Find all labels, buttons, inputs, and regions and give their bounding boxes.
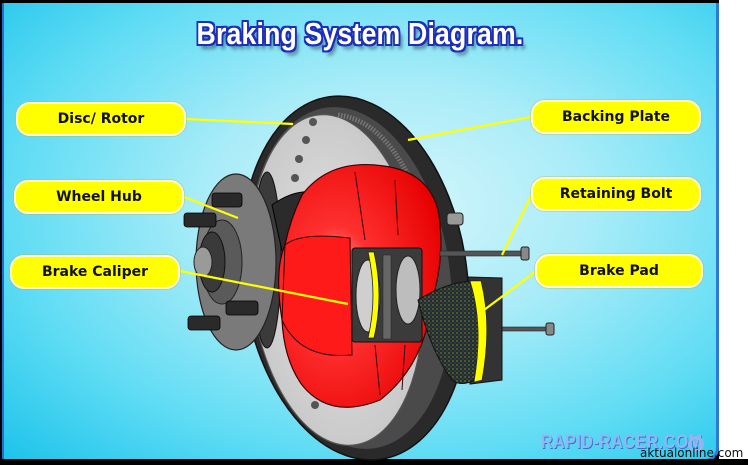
wheel-hub bbox=[183, 171, 282, 351]
wheel-studs bbox=[183, 192, 259, 331]
label-brake-pad: Brake Pad bbox=[535, 254, 703, 288]
right-margin bbox=[719, 0, 748, 465]
left-border bbox=[0, 0, 4, 465]
top-border bbox=[0, 0, 748, 3]
label-retaining-bolt-text: Retaining Bolt bbox=[559, 186, 673, 202]
label-brake-caliper: Brake Caliper bbox=[10, 255, 180, 289]
leader-brake-pad bbox=[479, 271, 536, 314]
leader-disc-rotor bbox=[185, 117, 294, 126]
bottom-border bbox=[0, 459, 748, 465]
watermark: RAPID-RACER.COM bbox=[541, 432, 703, 453]
label-brake-caliper-text: Brake Caliper bbox=[41, 264, 149, 280]
leader-retaining-bolt bbox=[501, 195, 532, 256]
retaining-bolts bbox=[439, 212, 555, 336]
label-wheel-hub-text: Wheel Hub bbox=[56, 189, 142, 205]
label-backing-plate-text: Backing Plate bbox=[561, 109, 671, 125]
diagram-title: Braking System Diagram. bbox=[196, 16, 524, 51]
leader-lines bbox=[179, 115, 536, 314]
label-disc-rotor: Disc/ Rotor bbox=[16, 102, 186, 136]
leader-brake-caliper bbox=[179, 269, 349, 306]
leader-wheel-hub bbox=[183, 195, 239, 220]
copyright-icon: © bbox=[688, 436, 704, 452]
label-disc-rotor-text: Disc/ Rotor bbox=[57, 111, 145, 127]
label-brake-pad-text: Brake Pad bbox=[579, 263, 659, 279]
label-retaining-bolt: Retaining Bolt bbox=[531, 177, 701, 211]
source-credit: aktualonline.com bbox=[640, 446, 744, 460]
brake-caliper bbox=[278, 164, 442, 408]
label-wheel-hub: Wheel Hub bbox=[14, 180, 184, 214]
label-backing-plate: Backing Plate bbox=[531, 100, 701, 134]
leader-backing-plate bbox=[407, 115, 532, 142]
